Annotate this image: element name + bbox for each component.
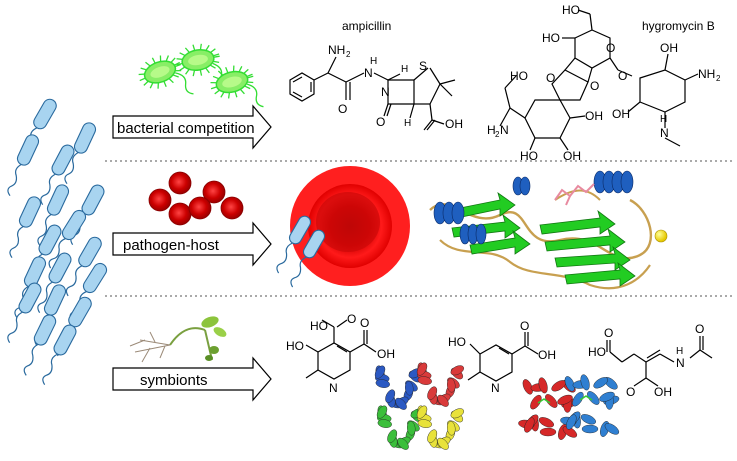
svg-text:N: N [500, 123, 509, 137]
hygromycin-structure: hygromycin B [499, 9, 715, 151]
svg-text:H: H [401, 64, 408, 75]
svg-text:H: H [676, 346, 683, 357]
tetramer-subunit [374, 365, 422, 410]
ampicillin-name: ampicillin [342, 19, 391, 33]
arrow-pathogen-host: pathogen-host [112, 221, 272, 267]
tetramer-subunit [376, 405, 424, 450]
svg-text:O: O [626, 385, 635, 399]
svg-text:HO: HO [510, 69, 528, 83]
svg-text:O: O [618, 69, 627, 83]
svg-text:H: H [370, 56, 377, 67]
bacterium-rod [65, 236, 102, 297]
svg-text:HO: HO [310, 319, 328, 333]
svg-text:O: O [338, 102, 347, 116]
attached-bacterium [290, 229, 326, 288]
svg-text:2: 2 [716, 74, 721, 83]
label-bacterial-competition: bacterial competition [117, 120, 255, 137]
bacterium-rod [64, 122, 97, 185]
label-symbionts: symbionts [140, 372, 208, 389]
svg-text:HO: HO [286, 339, 304, 353]
svg-text:OH: OH [654, 385, 672, 399]
svg-text:N: N [676, 356, 685, 370]
dimer-protein-structure [518, 374, 620, 440]
svg-text:OH: OH [660, 41, 678, 55]
svg-text:HO: HO [588, 345, 606, 359]
bacterium-rod [9, 196, 42, 259]
svg-text:N: N [364, 66, 373, 80]
hygromycin-name: hygromycin B [642, 19, 715, 33]
svg-text:H: H [487, 123, 496, 137]
svg-text:O: O [347, 312, 356, 326]
svg-text:H: H [404, 118, 411, 129]
bacterium-rod [48, 209, 87, 269]
bacterium-rod [40, 144, 75, 205]
svg-text:HO: HO [542, 31, 560, 45]
svg-text:OH: OH [585, 109, 603, 123]
acetamido-acid-atoms: O HO O H N O OH [588, 322, 704, 399]
green-bacterium [138, 55, 194, 95]
tetramer-protein-structure [374, 362, 464, 450]
bacterium-rod [7, 134, 40, 197]
svg-text:2: 2 [495, 130, 500, 139]
svg-text:O: O [590, 79, 599, 93]
pyridine-compound-2 [467, 332, 539, 382]
svg-text:O: O [695, 322, 704, 336]
dimer-subunit [518, 377, 578, 440]
bacteria-cluster [7, 98, 108, 385]
host-red-blood-cell [290, 166, 410, 286]
protein-ribbon-structure [429, 170, 668, 290]
attached-bacteria [276, 215, 326, 288]
arrow-bacterial-competition: bacterial competition [112, 104, 272, 150]
svg-text:HO: HO [562, 3, 580, 17]
svg-text:O: O [546, 71, 555, 85]
red-blood-cells-icon [148, 171, 244, 226]
svg-text:N: N [381, 85, 390, 99]
svg-text:N: N [329, 381, 338, 395]
green-bacterium [210, 65, 264, 108]
svg-text:HO: HO [520, 149, 538, 163]
attached-bacterium [276, 215, 312, 274]
svg-text:O: O [520, 319, 529, 333]
svg-text:N: N [491, 381, 500, 395]
svg-text:2: 2 [346, 50, 351, 59]
tetramer-subunit [416, 405, 464, 450]
svg-text:O: O [360, 316, 369, 330]
svg-text:OH: OH [563, 149, 581, 163]
bacterium-rod [37, 184, 70, 247]
ampicillin-structure: ampicillin [289, 19, 456, 131]
svg-text:S: S [419, 59, 427, 73]
bacterium-rod [42, 324, 77, 385]
label-pathogen-host: pathogen-host [123, 237, 220, 254]
bacterium-rod [7, 282, 42, 343]
svg-text:N: N [660, 126, 669, 140]
plant-seedling-icon [129, 316, 227, 363]
svg-text:O: O [606, 41, 615, 55]
pyridine-2-atoms: HO O OH N [448, 319, 556, 395]
bacterium-rod [23, 314, 57, 376]
svg-text:OH: OH [377, 347, 395, 361]
svg-text:NH: NH [328, 43, 345, 57]
arrow-symbionts: symbionts [112, 356, 272, 402]
tetramer-subunit [416, 362, 464, 407]
acetamido-acid-structure [606, 336, 713, 387]
competitor-bacteria-icon [138, 43, 264, 108]
pyridine-1-atoms: HO O O OH HO N [286, 312, 395, 395]
dimer-subunit [560, 374, 620, 437]
svg-text:OH: OH [445, 117, 463, 131]
svg-text:O: O [376, 115, 385, 129]
svg-text:O: O [604, 326, 613, 340]
svg-text:OH: OH [538, 348, 556, 362]
svg-text:OH: OH [612, 107, 630, 121]
svg-text:HO: HO [448, 335, 466, 349]
pyridine-compound-1 [305, 319, 377, 380]
svg-text:NH: NH [698, 67, 715, 81]
bacterium-rod [37, 252, 72, 313]
svg-text:H: H [660, 114, 667, 125]
